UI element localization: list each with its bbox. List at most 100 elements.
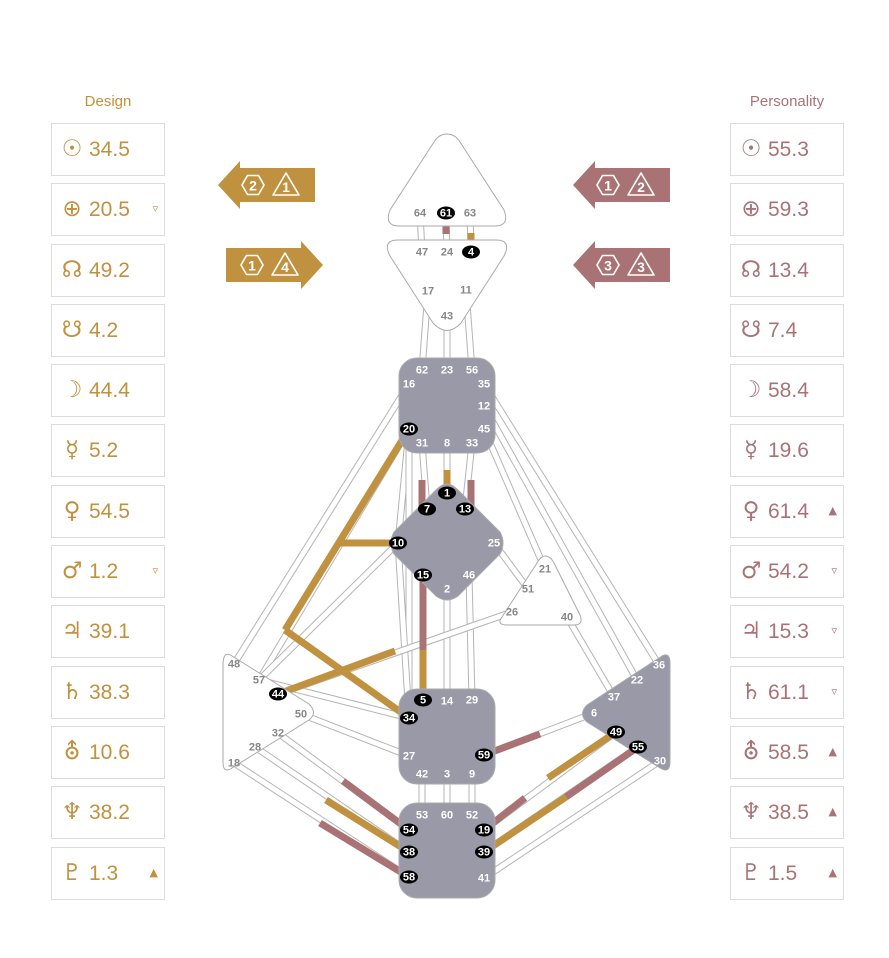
throat-center <box>398 357 496 454</box>
channel-activation-20 <box>282 427 412 632</box>
design-planet-mars[interactable]: ♂1.2▿ <box>51 545 165 599</box>
planet-activation-value: 38.3 <box>89 680 130 704</box>
gate-63: 63 <box>464 208 476 220</box>
design-planet-earth[interactable]: ⊕20.5▿ <box>51 183 165 237</box>
detriment-icon: ▿ <box>831 624 837 638</box>
gate-61: 61 <box>437 206 455 220</box>
personality-planet-south-node[interactable]: ☋7.4 <box>730 303 844 357</box>
gate-number: 53 <box>416 810 428 822</box>
personality-planet-mercury[interactable]: ☿ 19.6 <box>730 424 844 478</box>
personality-planet-list: ☉55.3 ⊕59.3 ☊13.4 ☋7.4 ☽58.4 ☿ 19.6 ♀61.4▲ ♂54.2… <box>730 123 844 907</box>
planet-activation-value: 19.6 <box>768 439 809 463</box>
gate-number: 12 <box>478 401 490 413</box>
personality-column-title: Personality <box>749 93 825 110</box>
design-planet-uranus[interactable]: ⛢10.6 <box>51 725 165 779</box>
gate-number: 20 <box>403 424 415 436</box>
personality-planet-pluto[interactable]: ♇1.5▲ <box>730 846 844 900</box>
design-planet-saturn[interactable]: ♄38.3 <box>51 665 165 719</box>
channel-activation-58 <box>318 820 411 880</box>
heart-center <box>499 555 582 626</box>
channel-body <box>481 382 662 667</box>
personality-planet-jupiter[interactable]: ♃15.3▿ <box>730 605 844 659</box>
design-planet-mercury[interactable]: ☿5.2 <box>51 424 165 478</box>
channel-body <box>300 711 410 759</box>
gate-13: 13 <box>456 502 474 516</box>
personality-planet-uranus[interactable]: ⛢58.5▲ <box>730 725 844 779</box>
personality-planet-north-node[interactable]: ☊13.4 <box>730 243 844 297</box>
gate-number: 27 <box>403 751 415 763</box>
gate-number: 2 <box>444 584 450 596</box>
gate-number: 7 <box>424 504 430 516</box>
design-planet-moon[interactable]: ☽44.4 <box>51 364 165 418</box>
gate-31: 31 <box>416 438 428 450</box>
gate-number: 29 <box>466 695 478 707</box>
gate-39: 39 <box>475 845 493 859</box>
gate-11: 11 <box>460 285 472 297</box>
earth-icon: ⊕ <box>62 196 82 223</box>
active-gate-marker <box>456 502 474 516</box>
personality-planet-saturn[interactable]: ♄61.1▿ <box>730 665 844 719</box>
planet-activation-value: 1.5 <box>768 861 798 885</box>
gate-number: 43 <box>441 311 453 323</box>
mercury-icon: ☿ <box>743 437 759 464</box>
personality-planet-earth[interactable]: ⊕59.3 <box>730 183 844 237</box>
design-planet-sun[interactable]: ☉34.5 <box>51 123 165 176</box>
personality-planet-neptune[interactable]: ♆38.5▲ <box>730 786 844 840</box>
design-planet-venus[interactable]: ♀54.5 <box>51 484 165 538</box>
gate-27: 27 <box>403 751 415 763</box>
triangle-icon <box>271 252 299 276</box>
arrow-value: 2 <box>637 179 645 195</box>
gate-number: 34 <box>403 713 416 725</box>
gate-number: 42 <box>416 769 428 781</box>
gate-43: 43 <box>441 311 453 323</box>
gate-number: 18 <box>228 758 240 770</box>
gate-55: 55 <box>629 740 647 754</box>
personality-planet-mars[interactable]: ♂54.2▿ <box>730 545 844 599</box>
gate-4: 4 <box>462 245 480 259</box>
gate-number: 59 <box>478 750 490 762</box>
design-planet-north-node[interactable]: ☊49.2 <box>51 243 165 297</box>
gate-number: 62 <box>416 365 428 377</box>
personality-planet-venus[interactable]: ♀61.4▲ <box>730 484 844 538</box>
active-gate-marker <box>400 823 418 837</box>
gate-number: 31 <box>416 438 428 450</box>
gate-number: 45 <box>478 424 490 436</box>
active-gate-marker <box>418 502 436 516</box>
gate-number: 16 <box>403 379 415 391</box>
gate-1: 1 <box>438 486 456 500</box>
gate-number: 35 <box>478 379 490 391</box>
gate-3: 3 <box>444 769 450 781</box>
channel-body <box>231 382 412 666</box>
design-planet-pluto[interactable]: ♇1.3▲ <box>51 846 165 900</box>
arrow-value: 3 <box>604 258 612 274</box>
active-gate-marker <box>414 693 432 707</box>
mars-icon: ♂ <box>61 558 83 585</box>
gate-number: 3 <box>444 769 450 781</box>
personality-planet-sun[interactable]: ☉55.3 <box>730 123 844 176</box>
planet-activation-value: 4.2 <box>89 318 119 342</box>
channel-activation-44 <box>276 647 397 698</box>
active-gate-marker <box>269 687 287 701</box>
arrow-value: 4 <box>281 259 289 275</box>
arrow-value: 2 <box>249 178 257 194</box>
exalted-icon: ▲ <box>828 805 837 819</box>
gate-23: 23 <box>441 365 453 377</box>
design-planet-neptune[interactable]: ♆38.2 <box>51 786 165 840</box>
planet-activation-value: 58.4 <box>768 379 809 403</box>
planet-activation-value: 20.5 <box>89 198 130 222</box>
gate-35: 35 <box>478 379 490 391</box>
gate-number: 48 <box>228 659 240 671</box>
personality-planet-moon[interactable]: ☽58.4 <box>730 364 844 418</box>
gate-52: 52 <box>466 810 478 822</box>
gate-number: 63 <box>464 208 476 220</box>
gate-19: 19 <box>475 823 493 837</box>
gate-57: 57 <box>253 675 265 687</box>
jupiter-icon: ♃ <box>61 618 83 645</box>
design-planet-jupiter[interactable]: ♃39.1 <box>51 605 165 659</box>
design-planet-south-node[interactable]: ☋4.2 <box>51 303 165 357</box>
